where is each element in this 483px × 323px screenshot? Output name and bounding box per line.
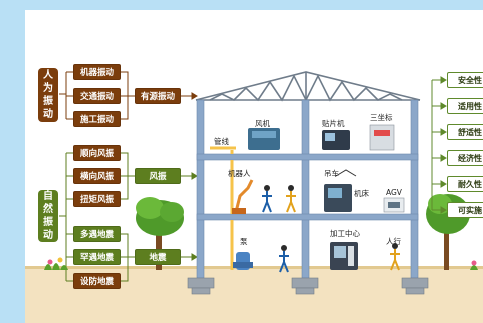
agv-label: AGV (386, 188, 402, 197)
frequent-earthquake-box: 多遇地震 (73, 226, 121, 242)
robot-label: 机器人 (228, 169, 251, 178)
pump-label: 泵 (240, 237, 248, 246)
construction-vibration-box: 施工振动 (73, 111, 121, 127)
wind-vibration-box: 风振 (135, 168, 181, 184)
applicability-box: 适用性 (447, 98, 483, 114)
human-vibration-group-label: 人为振动 (38, 68, 58, 122)
comfort-box: 舒适性 (447, 124, 483, 140)
pipeline-label: 管线 (214, 137, 229, 146)
machine-tool-label: 机床 (354, 189, 369, 198)
earthquake-box: 地震 (135, 249, 181, 265)
economy-box: 经济性 (447, 150, 483, 166)
safety-box: 安全性 (447, 72, 483, 88)
active-source-vibration-box: 有源振动 (135, 88, 181, 104)
rare-earthquake-box: 罕遇地震 (73, 249, 121, 265)
feasibility-box: 可实施 (447, 202, 483, 218)
torsional-wind-vibration-box: 扭矩风振 (73, 191, 121, 207)
pedestrian-label: 人行 (386, 237, 401, 246)
fortification-earthquake-box: 设防地震 (73, 273, 121, 289)
ground-line (25, 266, 483, 269)
along-wind-vibration-box: 顺向风振 (73, 145, 121, 161)
machining-center-label: 加工中心 (330, 229, 360, 238)
cross-wind-vibration-box: 横向风振 (73, 168, 121, 184)
cmm-label: 三坐标 (370, 113, 393, 122)
crane-label: 吊车 (324, 169, 339, 178)
natural-vibration-group-label: 自然振动 (38, 190, 58, 242)
placement-machine-label: 贴片机 (322, 119, 345, 128)
durability-box: 耐久性 (447, 176, 483, 192)
fan-label: 风机 (255, 119, 270, 128)
machine-vibration-box: 机器振动 (73, 64, 121, 80)
traffic-vibration-box: 交通振动 (73, 88, 121, 104)
